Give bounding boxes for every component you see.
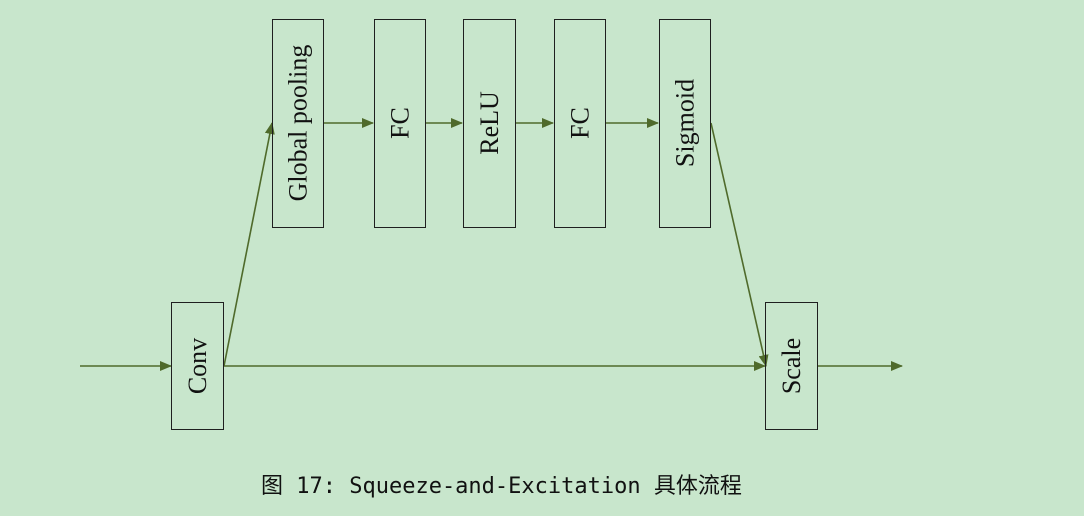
block-fc-1: FC	[374, 19, 426, 228]
block-relu: ReLU	[463, 19, 516, 228]
block-relu-label: ReLU	[475, 91, 504, 155]
edge-conv-to-global-pooling	[223, 122, 275, 367]
block-fc-2: FC	[554, 19, 606, 228]
block-conv-label: Conv	[183, 338, 212, 394]
block-global-pooling: Global pooling	[272, 19, 324, 228]
block-global-pooling-label: Global pooling	[284, 45, 313, 202]
block-fc-2-label: FC	[566, 107, 595, 139]
block-scale: Scale	[765, 302, 818, 430]
block-sigmoid-label: Sigmoid	[671, 79, 700, 167]
edge-sigmoid-to-scale	[710, 122, 769, 367]
block-conv: Conv	[171, 302, 224, 430]
block-sigmoid: Sigmoid	[659, 19, 711, 228]
block-scale-label: Scale	[777, 338, 806, 394]
block-fc-1-label: FC	[386, 107, 415, 139]
figure-caption: 图 17: Squeeze-and-Excitation 具体流程	[261, 474, 742, 499]
